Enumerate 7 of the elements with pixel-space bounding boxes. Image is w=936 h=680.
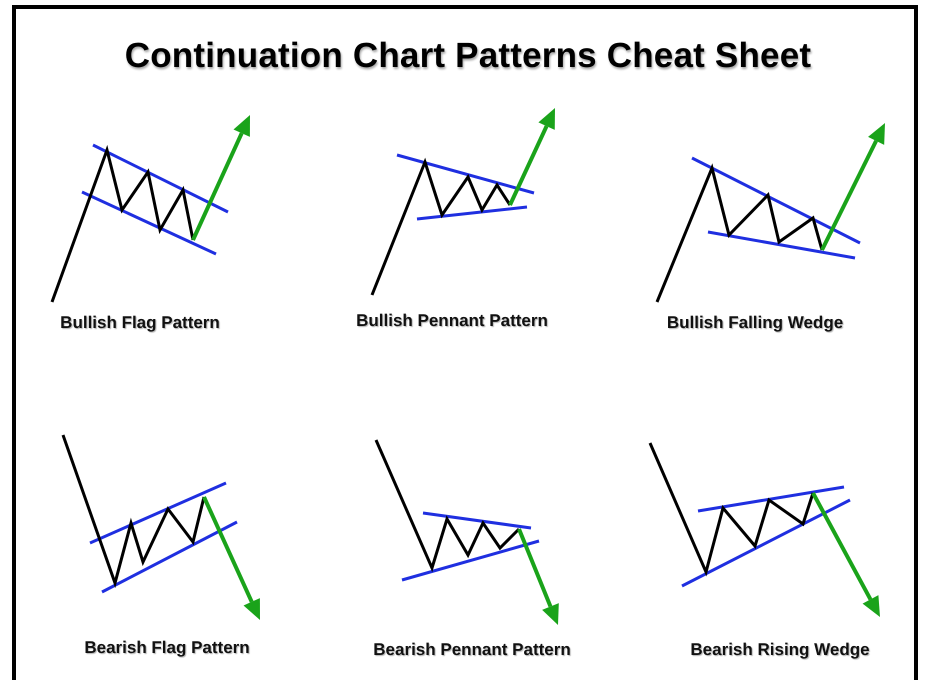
title: Continuation Chart Patterns Cheat Sheet	[124, 36, 812, 76]
pattern-caption: Bullish Falling Wedge	[666, 313, 844, 333]
pattern-caption: Bearish Rising Wedge	[690, 640, 870, 660]
pattern-caption: Bearish Flag Pattern	[84, 638, 250, 658]
pattern-caption: Bullish Flag Pattern	[60, 313, 220, 333]
pattern-caption: Bullish Pennant Pattern	[356, 311, 548, 331]
pattern-caption: Bearish Pennant Pattern	[373, 640, 571, 660]
